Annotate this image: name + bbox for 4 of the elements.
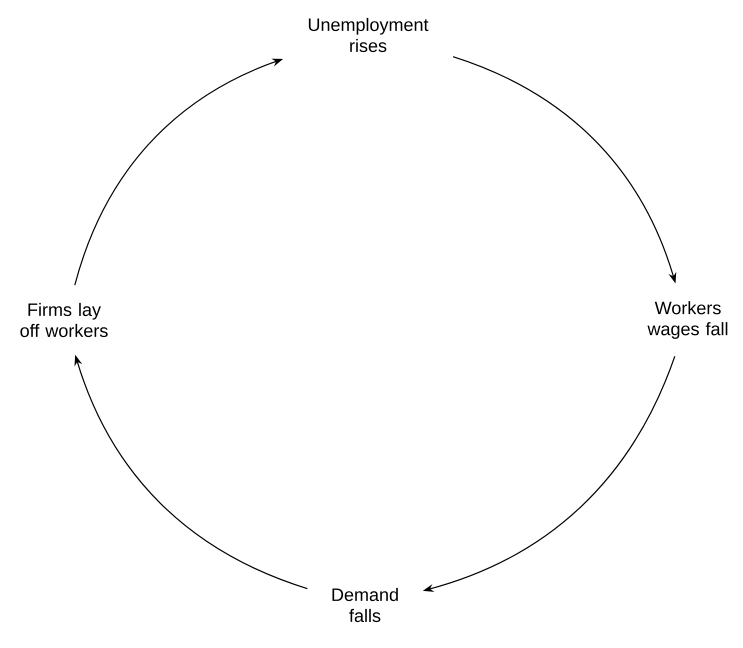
node-label: Workers wages fall (647, 301, 728, 339)
node-label: Unemployment rises (308, 18, 428, 52)
node-label: Firms lay off workers (20, 302, 108, 338)
node-label: Demand falls (332, 588, 398, 622)
